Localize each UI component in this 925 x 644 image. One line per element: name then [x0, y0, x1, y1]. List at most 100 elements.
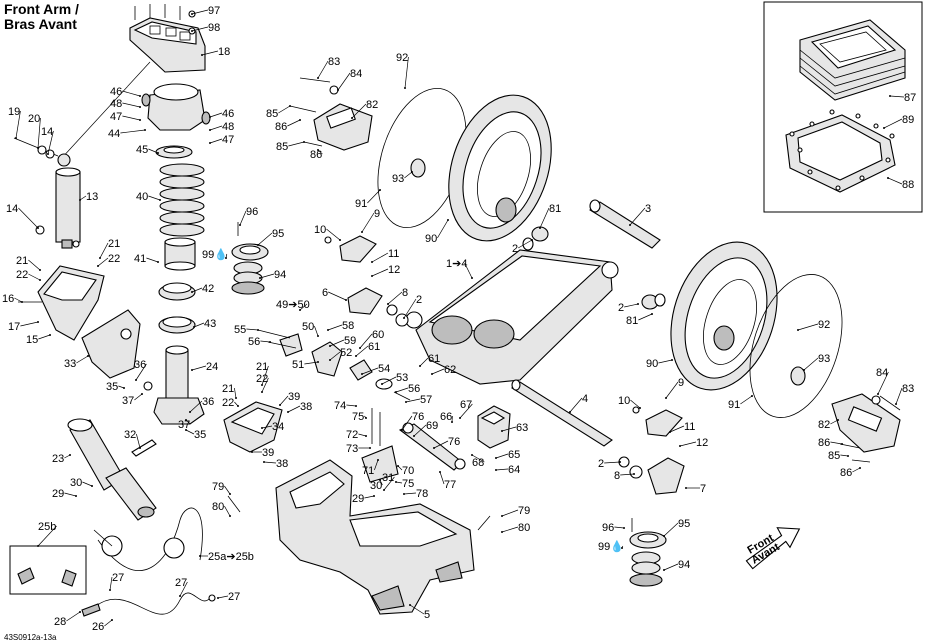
callout-number: 5 [424, 609, 430, 621]
leader-tip [797, 329, 799, 331]
leader-line [191, 26, 209, 32]
callout-number: 25b [38, 521, 56, 533]
callout-number: 82 [366, 99, 378, 111]
callout-number: 87 [904, 92, 916, 104]
leader-tip [459, 417, 461, 419]
callout-21: 21 [222, 383, 237, 399]
callout-93: 93 [392, 171, 413, 185]
callout-number: 54 [378, 363, 390, 375]
callout-number: 92 [396, 52, 408, 64]
leader-line [409, 604, 425, 615]
callout-31: 31 [382, 472, 395, 491]
callout-number: 8 [614, 470, 620, 482]
callout-number: 24 [206, 361, 218, 373]
callout-number: 3 [645, 203, 651, 215]
callout-number: 18 [218, 46, 230, 58]
leader-tip [539, 227, 541, 229]
leader-tip [359, 347, 361, 349]
callout-number: 86 [310, 149, 322, 161]
callout-81: 81 [626, 313, 653, 327]
leader-line [346, 404, 357, 407]
callout-78: 78 [403, 488, 428, 500]
callout-17: 17 [8, 321, 39, 333]
part-82-bracket-right [831, 393, 901, 463]
leader-tip [69, 454, 71, 456]
callout-number: 48 [110, 98, 122, 110]
leader-line [189, 400, 203, 413]
callout-58: 58 [327, 320, 354, 332]
callout-38: 38 [287, 401, 312, 413]
part-3-shaft [589, 199, 661, 249]
callout-85: 85 [828, 450, 849, 462]
leader-tip [189, 411, 191, 413]
callout-number: 65 [508, 449, 520, 461]
leader-tip [269, 341, 271, 343]
callout-23: 23 [52, 453, 71, 465]
callout-77: 77 [439, 471, 456, 491]
callout-number: 81 [549, 203, 561, 215]
callout-number: 31 [382, 472, 394, 484]
part-82-bracket-left [289, 77, 373, 151]
callout-number: 97 [208, 5, 220, 17]
leader-line [403, 298, 417, 319]
part-32-clip [131, 439, 157, 457]
part-69-link [398, 422, 466, 471]
callout-number: 21 [256, 361, 268, 373]
callout-number: 83 [328, 56, 340, 68]
callout-2: 2 [403, 294, 422, 319]
callout-76: 76 [433, 436, 460, 449]
callout-86: 86 [840, 467, 861, 479]
leader-line [209, 138, 223, 144]
leader-tip [185, 419, 187, 421]
callout-number: 25a➔25b [208, 551, 254, 563]
callout-number: 77 [444, 479, 456, 491]
leader-tip [261, 384, 263, 386]
leader-line [464, 262, 473, 279]
callout-number: 89 [902, 114, 914, 126]
leader-tip [377, 459, 379, 461]
callout-26: 26 [92, 619, 113, 633]
callout-19: 19 [8, 106, 21, 139]
leader-line [431, 368, 445, 375]
leader-tip [111, 619, 113, 621]
callout-8: 8 [614, 470, 635, 482]
callout-29: 29 [352, 493, 375, 505]
callout-number: 29 [52, 488, 64, 500]
leader-line [663, 563, 679, 571]
leader-tip [159, 199, 161, 201]
callout-94: 94 [259, 269, 286, 281]
leader-tip [251, 451, 253, 453]
callout-33: 33 [64, 355, 89, 370]
leader-line [217, 595, 229, 599]
leader-line [413, 424, 427, 437]
callout-2: 2 [512, 239, 533, 255]
callout-number: 69 [426, 420, 438, 432]
leader-line [459, 403, 473, 419]
callout-number: 39 [262, 447, 274, 459]
leader-line [669, 425, 685, 433]
leader-line [359, 333, 373, 349]
callout-42: 42 [191, 283, 214, 295]
leader-line [361, 367, 379, 375]
callout-61: 61 [355, 341, 380, 357]
callout-number: 74 [334, 400, 346, 412]
callout-number: 37 [178, 419, 190, 431]
callout-number: 34 [272, 421, 284, 433]
leader-tip [239, 224, 241, 226]
callout-number: 45 [136, 144, 148, 156]
part-13-shock [13, 137, 81, 249]
callout-56: 56 [395, 383, 420, 395]
callout-number: 94 [678, 559, 690, 571]
leader-line [355, 345, 369, 357]
leader-tip [79, 611, 81, 613]
part-44-upper-bracket [141, 83, 211, 131]
leader-line [830, 419, 839, 425]
leader-line [439, 471, 445, 485]
leader-tip [229, 493, 231, 495]
callout-50: 50 [302, 321, 319, 337]
leader-tip [365, 435, 367, 437]
callout-number: 56 [408, 383, 420, 395]
leader-line [569, 397, 583, 413]
